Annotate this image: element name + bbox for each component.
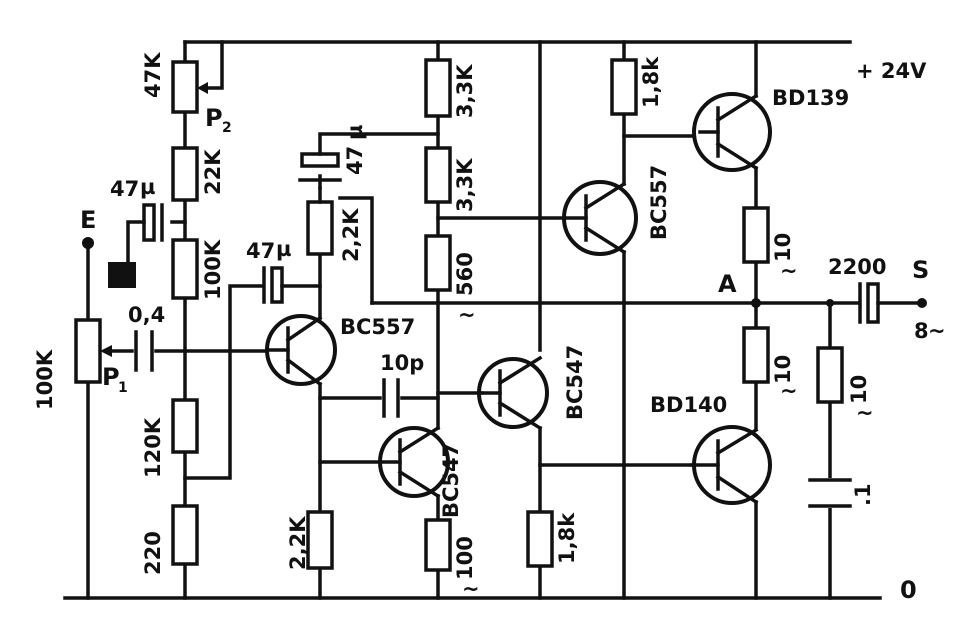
label-2k2-a: 2,2K: [339, 208, 363, 262]
label-10p: 10p: [380, 351, 424, 375]
resistor-220: [171, 504, 199, 566]
label-560: 560: [453, 252, 477, 296]
resistor-2k2-a: [306, 200, 334, 256]
label-10-top: 10: [771, 233, 795, 262]
label-47u-c: 47: [343, 146, 367, 175]
label-120k: 120K: [141, 417, 165, 478]
pot-p2-body: [171, 60, 199, 114]
label-ground: 0: [900, 576, 917, 604]
feedback-path: [183, 250, 322, 480]
label-node-a: A: [718, 270, 737, 298]
label-q3: BC547: [563, 345, 587, 420]
label-supply: + 24V: [856, 59, 927, 83]
label-micro-a: µ: [140, 175, 155, 199]
label-10-mid: 10: [771, 355, 795, 384]
label-3k3-a: 3,3K: [453, 64, 477, 118]
label-input: E: [80, 206, 96, 234]
resistor-100k-bias: [171, 238, 199, 300]
pot-p1-arrow: [100, 345, 112, 357]
label-100-emitter: 100: [453, 536, 477, 580]
label-2k2-b: 2,2K: [286, 516, 310, 570]
label-10-zobel: 10: [847, 375, 871, 404]
transistor-q6: [690, 425, 772, 505]
label-output: S: [912, 256, 929, 284]
resistor-1k8-top: [610, 58, 638, 116]
label-ohm-100: ~: [462, 577, 480, 601]
label-ohm-out: ~: [928, 319, 946, 343]
resistor-10-top: [742, 206, 770, 264]
label-1k8-top: 1,8k: [639, 56, 663, 108]
pot-p1-body: [74, 318, 102, 384]
resistor-2k2-b: [306, 510, 334, 570]
label-micro-c: µ: [343, 125, 367, 140]
label-p1-sub: 1: [118, 380, 128, 396]
label-q1: BC557: [340, 315, 415, 339]
resistor-10-mid: [742, 326, 770, 384]
label-zobel-cap: .1: [851, 483, 875, 506]
label-47k: 47K: [141, 52, 165, 98]
label-p2-sub: 2: [222, 120, 232, 136]
capacitor-zobel: [808, 478, 852, 508]
label-100k-bias: 100K: [201, 239, 225, 300]
label-p1: P: [102, 363, 120, 391]
resistor-3k3-b: [424, 146, 452, 204]
label-3k3-b: 3,3K: [453, 158, 477, 212]
label-q2: BC547: [439, 443, 463, 518]
label-ohm-10-top: ~: [780, 259, 798, 283]
label-ohm-10-zobel: ~: [856, 401, 874, 425]
label-1k8-bottom: 1,8k: [555, 512, 579, 564]
resistor-3k3-a: [424, 58, 452, 118]
ground-hatch-symbol: [108, 262, 136, 288]
label-p2: P: [205, 104, 223, 132]
label-8-ohm: 8: [914, 319, 929, 343]
capacitor-47u-bootstrap: [298, 132, 440, 305]
resistor-120k: [171, 398, 199, 454]
transistor-q5: [692, 92, 772, 172]
label-2200: 2200: [828, 255, 886, 279]
label-ohm-560: ~: [458, 303, 476, 327]
resistor-100-emitter: [424, 518, 452, 572]
transistor-q2: [378, 425, 450, 499]
resistor-560: [424, 234, 452, 292]
label-0-4: 0,4: [128, 303, 165, 327]
transistor-q3: [477, 355, 549, 431]
label-22k: 22K: [201, 149, 225, 195]
capacitor-47u-decoupling: [108, 203, 187, 288]
resistor-1k8-bottom: [526, 510, 554, 568]
pot-p2-arrow: [197, 82, 208, 94]
capacitor-input-coupling: [110, 330, 270, 372]
transistor-q1: [265, 314, 337, 387]
output-terminal: [917, 298, 927, 308]
label-micro-b: µ: [276, 237, 291, 261]
label-100k-input: 100K: [33, 349, 57, 410]
transistor-q4: [562, 180, 638, 256]
label-q6: BD140: [650, 393, 727, 417]
capacitor-output-2200: [754, 282, 920, 324]
label-47u-b: 47: [246, 239, 275, 263]
label-47u-a: 47: [110, 177, 139, 201]
label-q5: BD139: [772, 86, 849, 110]
resistor-22k: [171, 146, 199, 202]
label-ohm-10-mid: ~: [780, 379, 798, 403]
label-q4: BC557: [647, 165, 671, 240]
resistor-10-zobel: [816, 346, 844, 404]
label-220: 220: [141, 531, 165, 575]
